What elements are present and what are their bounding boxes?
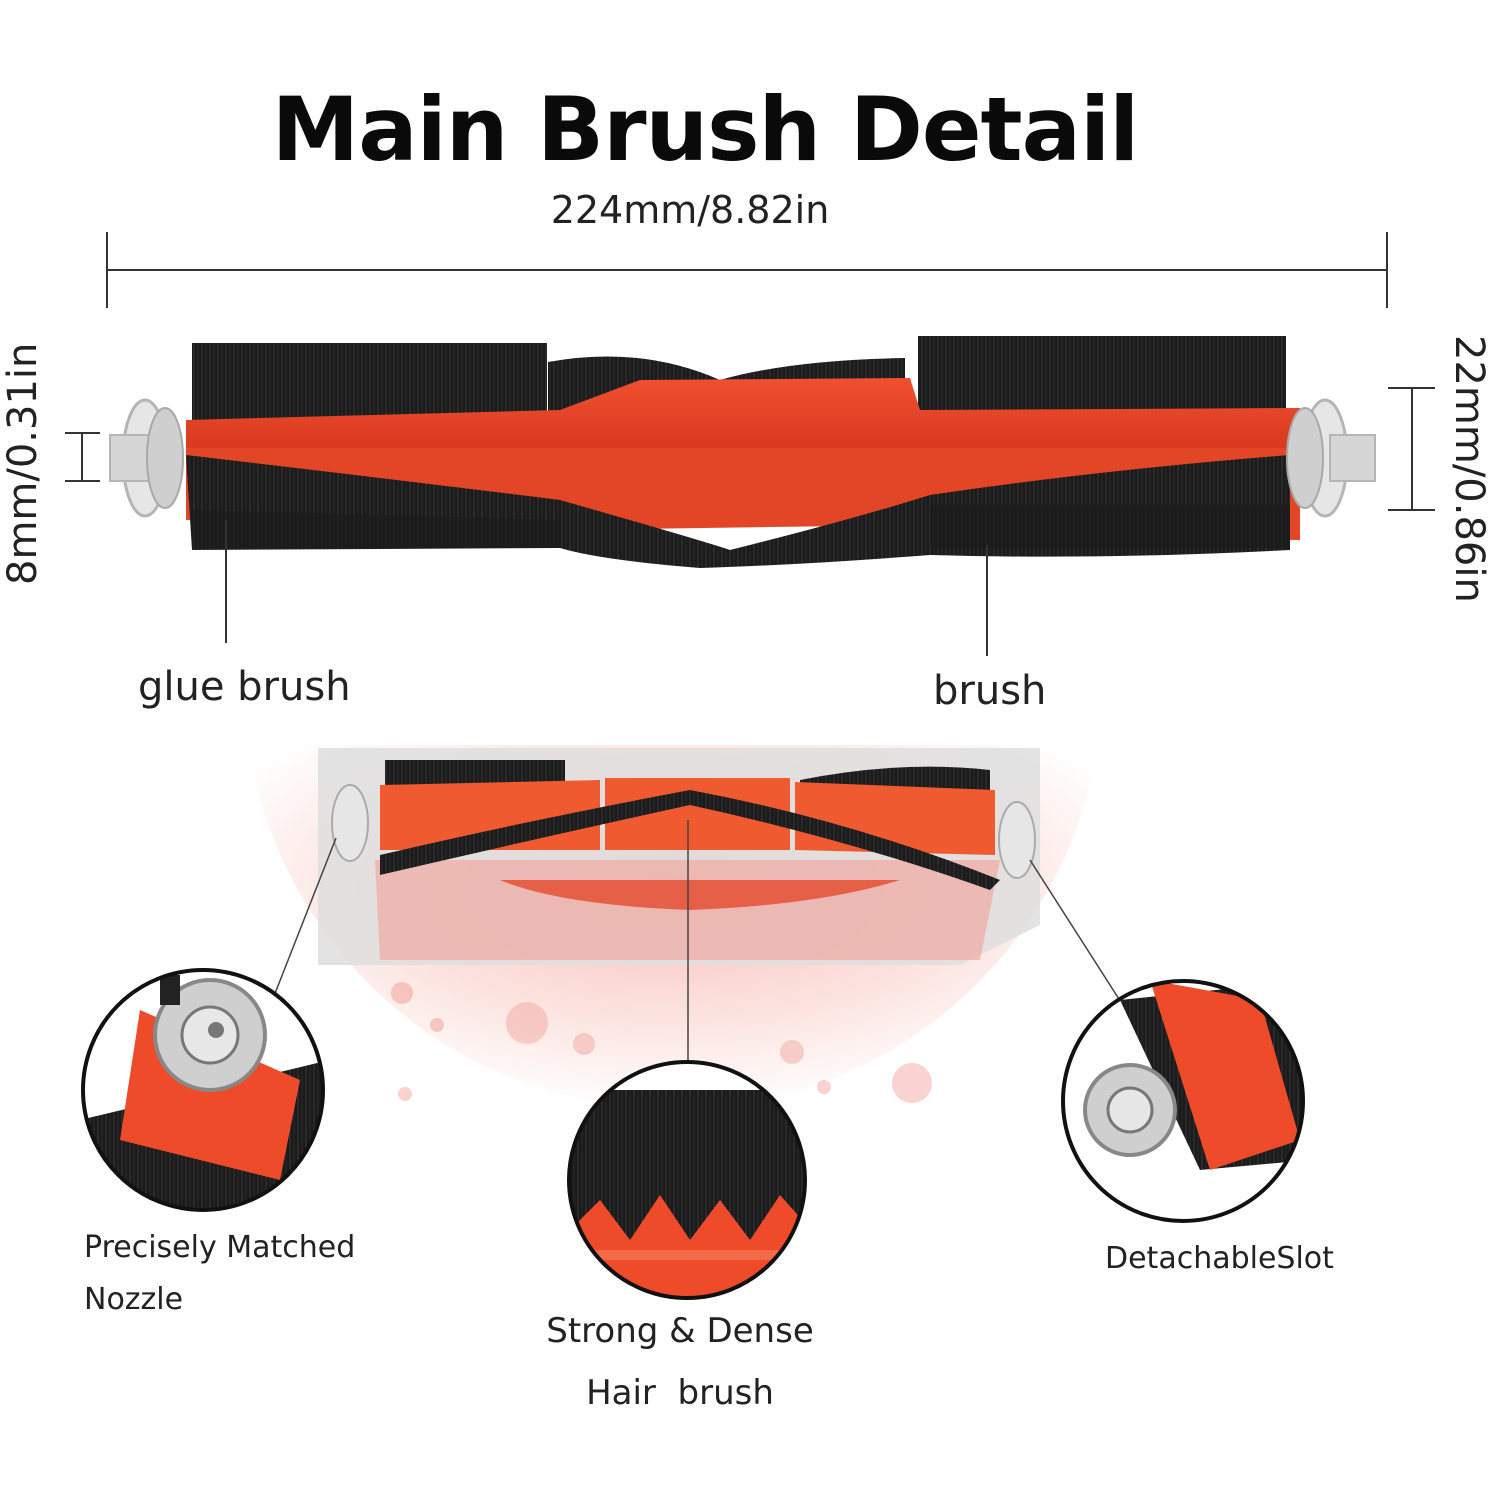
- feature-hair-line1: Strong & Dense: [546, 1311, 814, 1351]
- end-cap-left: [109, 398, 184, 518]
- core-diameter-label-wrap: 8mm/0.31in: [0, 343, 50, 590]
- brush-diameter-label-wrap: 22mm/0.86in: [1446, 330, 1495, 603]
- brush-diameter-label: 22mm/0.86in: [1446, 335, 1492, 603]
- feature-hair-brush: Strong & Dense Hair brush: [540, 1300, 820, 1424]
- feature-nozzle: Precisely Matched Nozzle: [84, 1222, 355, 1326]
- feature-nozzle-line2: Nozzle: [84, 1282, 184, 1317]
- core-diameter-label: 8mm/0.31in: [0, 342, 46, 585]
- page-title: Main Brush Detail: [271, 78, 1140, 181]
- brush-detail-panel: [318, 748, 1040, 965]
- feature-slot-line1: DetachableSlot: [1105, 1241, 1334, 1276]
- feature-nozzle-line1: Precisely Matched: [84, 1230, 356, 1265]
- core-diameter-marker: [65, 432, 100, 482]
- zoom-nozzle: [81, 968, 325, 1212]
- glue-brush-label: glue brush: [138, 664, 351, 710]
- length-label: 224mm/8.82in: [550, 188, 830, 232]
- zoom-detachable-slot: [1061, 979, 1305, 1223]
- end-cap-right: [1286, 398, 1376, 518]
- main-brush-top-view: [109, 336, 1376, 568]
- brush-label: brush: [933, 668, 1047, 714]
- length-dimension-line: [106, 232, 1388, 308]
- brush-diameter-marker: [1388, 387, 1435, 511]
- feature-hair-line2: Hair brush: [586, 1373, 774, 1413]
- zoom-hair-brush: [567, 1060, 807, 1300]
- feature-detachable-slot: DetachableSlot: [1105, 1233, 1334, 1285]
